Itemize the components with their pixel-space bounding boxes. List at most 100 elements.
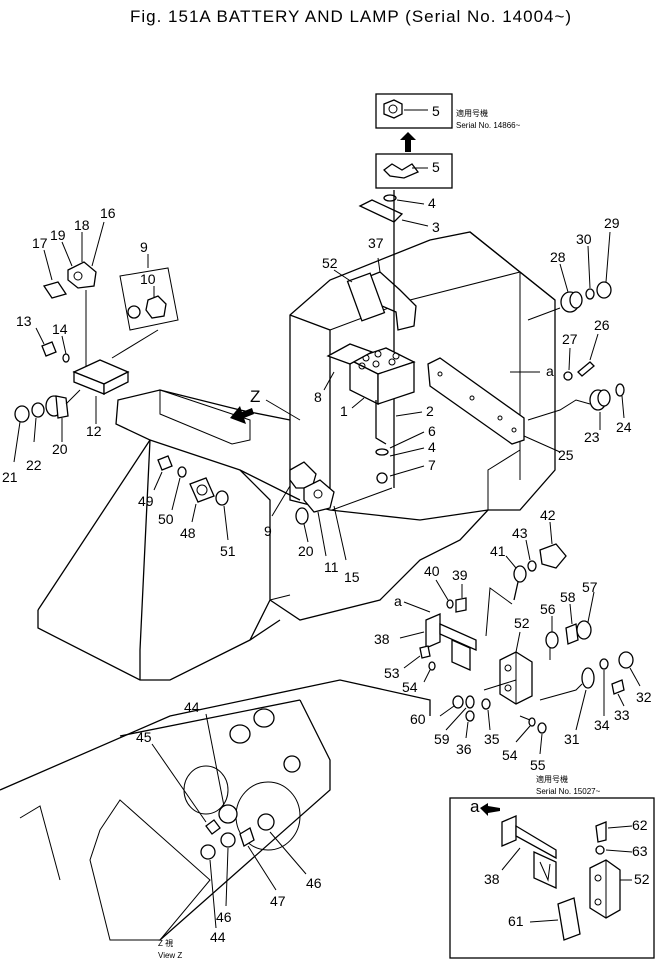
part-label-6: 6 (428, 423, 436, 439)
part-label-2: 2 (426, 403, 434, 419)
ref-mark-a-upper: a (546, 363, 554, 379)
washer-54-lower (528, 717, 536, 727)
bolt-33 (611, 679, 625, 695)
part-label-16: 16 (100, 205, 116, 221)
part-label-20-left: 20 (52, 441, 68, 457)
lamp-42 (539, 521, 567, 569)
part-label-43: 43 (512, 525, 528, 541)
washer-14 (62, 353, 70, 363)
lamp-48 (189, 477, 215, 523)
part-label-41: 41 (490, 543, 506, 559)
ring-51 (215, 490, 229, 506)
washer-27 (563, 371, 573, 381)
bolt-47 (239, 827, 255, 847)
lamp-box-52-middle (499, 631, 533, 705)
lens-60 (452, 695, 464, 709)
ring-59 (465, 695, 475, 709)
part-label-61: 61 (508, 913, 524, 929)
switch-11-15 (303, 479, 393, 561)
part-label-38-inset: 38 (484, 871, 500, 887)
ring-43 (527, 560, 537, 572)
arrow-up-icon (400, 132, 416, 152)
lamp-20-center (295, 507, 309, 543)
lamp-28 (527, 263, 583, 321)
part-label-28: 28 (550, 249, 566, 265)
part-label-62: 62 (632, 817, 648, 833)
lamp-46-upper (257, 813, 275, 831)
washer-35 (481, 698, 491, 710)
part-label-53: 53 (384, 665, 400, 681)
bolt-49 (157, 455, 173, 471)
washer-63 (595, 845, 605, 855)
part-label-19: 19 (50, 227, 66, 243)
washer-4 (383, 194, 425, 205)
part-label-10: 10 (140, 271, 156, 287)
bracket-12 (72, 359, 130, 424)
lamp-58-57 (565, 591, 595, 645)
part-label-47: 47 (270, 893, 286, 909)
part-label-37: 37 (368, 235, 384, 251)
part-label-4: 4 (428, 195, 436, 211)
part-label-27: 27 (562, 331, 578, 347)
part-label-38: 38 (374, 631, 390, 647)
part-label-42: 42 (540, 507, 556, 523)
part-label-15: 15 (344, 569, 360, 585)
lamp-46-lower (220, 832, 236, 848)
part-label-14: 14 (52, 321, 68, 337)
part-label-44-upper: 44 (184, 699, 200, 715)
part-label-54-lower: 54 (502, 747, 518, 763)
view-z-arrow-icon (230, 406, 254, 424)
switch-18 (61, 221, 105, 289)
part-label-11: 11 (324, 559, 339, 575)
ring-34 (599, 658, 609, 670)
washer-54 (428, 661, 436, 671)
lamp-44-lower (200, 844, 216, 860)
view-z-caption-jp: Z 視 (158, 939, 173, 948)
battery-box-housing (289, 231, 556, 521)
lamp-41 (485, 555, 527, 637)
battery-1 (348, 347, 416, 406)
part-label-50: 50 (158, 511, 174, 527)
part-label-45: 45 (136, 729, 152, 745)
part-label-35: 35 (484, 731, 500, 747)
lens-24 (615, 383, 625, 397)
ring-30 (585, 288, 595, 300)
bolt-39 (455, 597, 467, 613)
part-label-5-top: 5 (432, 103, 440, 119)
part-label-52-top: 52 (322, 255, 338, 271)
lens-29 (596, 281, 612, 299)
ref-mark-a-inset: a (470, 797, 480, 816)
part-label-39: 39 (452, 567, 468, 583)
part-label-22: 22 (26, 457, 42, 473)
part-label-3: 3 (432, 219, 440, 235)
part-label-57: 57 (582, 579, 598, 595)
nut-7 (376, 472, 388, 484)
part-label-32: 32 (636, 689, 652, 705)
arrow-left-icon (480, 803, 500, 816)
nut-55 (537, 722, 547, 734)
part-label-54: 54 (402, 679, 418, 695)
nut-box-serial (375, 93, 453, 129)
washer-50 (177, 466, 187, 478)
view-z-marker: Z (250, 387, 260, 406)
part-label-21: 21 (2, 469, 18, 485)
hook-bolt-2 (375, 400, 423, 445)
part-label-55: 55 (530, 757, 546, 773)
view-z-panel (0, 679, 431, 941)
lamp-box-52-inset (589, 859, 632, 919)
part-label-20-center: 20 (298, 543, 314, 559)
lamp-31 (539, 667, 595, 731)
part-label-9-upper: 9 (140, 239, 148, 255)
part-label-7: 7 (428, 457, 436, 473)
part-label-58: 58 (560, 589, 576, 605)
box-52-top (333, 269, 386, 322)
figure-title: Fig. 151A BATTERY AND LAMP (Serial No. 1… (130, 7, 572, 26)
serial-note-top: Serial No. 14866~ (456, 121, 521, 130)
nut-box-wing (375, 153, 453, 189)
light-switch-9-box (111, 254, 179, 359)
part-label-46-lower: 46 (216, 909, 232, 925)
part-label-49: 49 (138, 493, 154, 509)
part-label-30: 30 (576, 231, 592, 247)
